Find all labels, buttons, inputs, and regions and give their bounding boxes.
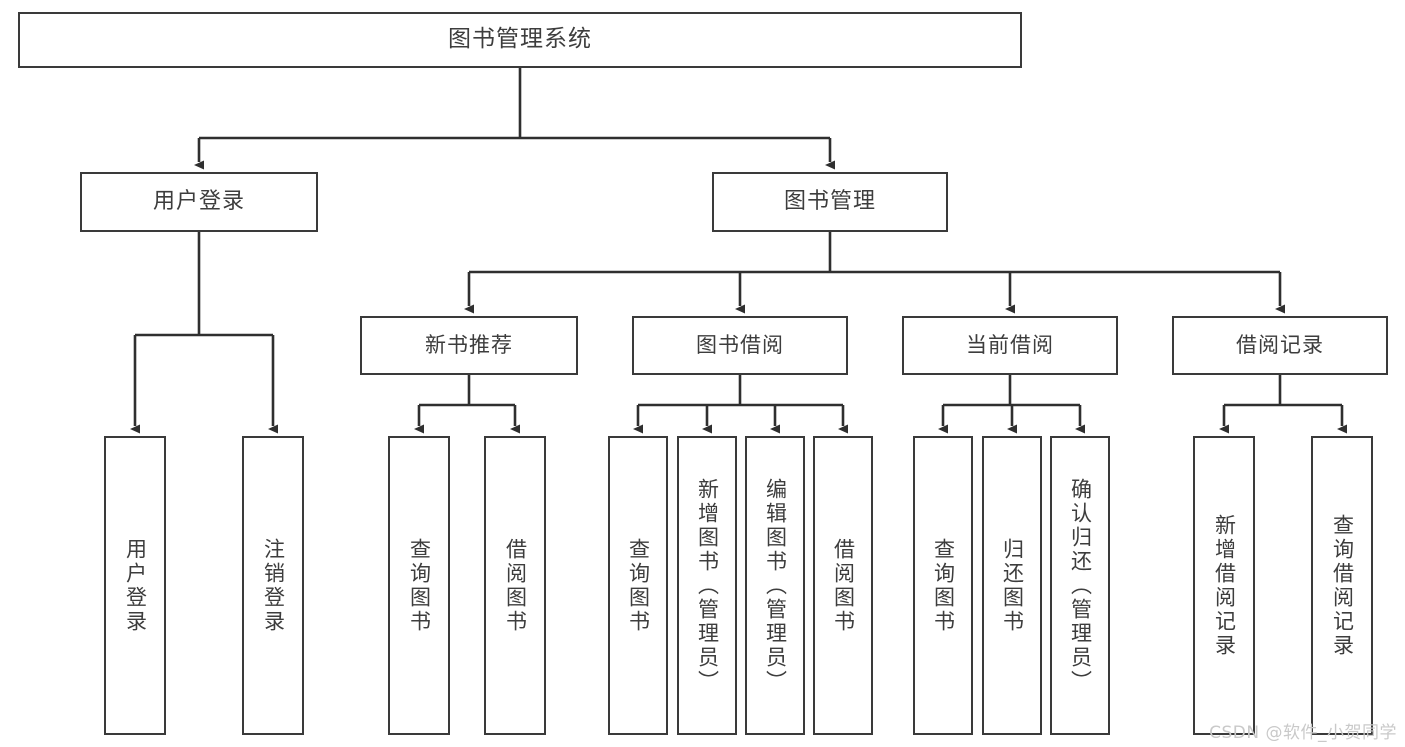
node-label: 查询图书 bbox=[931, 537, 956, 634]
node-label: 用户登录 bbox=[152, 189, 245, 215]
leaf-user-logout[interactable]: 注销登录 bbox=[242, 436, 304, 735]
node-label: 借阅记录 bbox=[1236, 333, 1324, 358]
node-label: 图书借阅 bbox=[696, 333, 784, 358]
leaf-borrow-edit-book-admin[interactable]: 编辑图书（管理员） bbox=[745, 436, 805, 735]
node-label: 新增图书（管理员） bbox=[695, 477, 720, 694]
node-label: 查询图书 bbox=[407, 537, 432, 634]
node-label: 查询图书 bbox=[626, 537, 651, 634]
node-label: 新增借阅记录 bbox=[1212, 513, 1237, 658]
leaf-current-confirm-return-admin[interactable]: 确认归还（管理员） bbox=[1050, 436, 1110, 735]
node-label: 当前借阅 bbox=[966, 333, 1054, 358]
leaf-newbooks-query-book[interactable]: 查询图书 bbox=[388, 436, 450, 735]
node-label: 用户登录 bbox=[123, 537, 148, 634]
leaf-records-query-record[interactable]: 查询借阅记录 bbox=[1311, 436, 1373, 735]
leaf-newbooks-borrow-book[interactable]: 借阅图书 bbox=[484, 436, 546, 735]
leaf-borrow-add-book-admin[interactable]: 新增图书（管理员） bbox=[677, 436, 737, 735]
node-label: 编辑图书（管理员） bbox=[763, 477, 788, 694]
node-label: 确认归还（管理员） bbox=[1068, 477, 1093, 694]
node-label: 借阅图书 bbox=[831, 537, 856, 634]
node-label: 图书管理 bbox=[783, 189, 876, 215]
leaf-user-login[interactable]: 用户登录 bbox=[104, 436, 166, 735]
node-borrow-records[interactable]: 借阅记录 bbox=[1172, 316, 1388, 375]
node-user-login[interactable]: 用户登录 bbox=[80, 172, 318, 232]
node-label: 借阅图书 bbox=[503, 537, 528, 634]
leaf-current-query-book[interactable]: 查询图书 bbox=[913, 436, 973, 735]
node-label: 图书管理系统 bbox=[448, 26, 592, 53]
node-current-borrowing[interactable]: 当前借阅 bbox=[902, 316, 1118, 375]
leaf-current-return-book[interactable]: 归还图书 bbox=[982, 436, 1042, 735]
node-label: 归还图书 bbox=[1000, 537, 1025, 634]
node-root-system[interactable]: 图书管理系统 bbox=[18, 12, 1022, 68]
node-new-book-recommendation[interactable]: 新书推荐 bbox=[360, 316, 578, 375]
node-book-borrowing[interactable]: 图书借阅 bbox=[632, 316, 848, 375]
leaf-records-add-record[interactable]: 新增借阅记录 bbox=[1193, 436, 1255, 735]
node-book-management[interactable]: 图书管理 bbox=[712, 172, 948, 232]
leaf-borrow-query-book[interactable]: 查询图书 bbox=[608, 436, 668, 735]
node-label: 注销登录 bbox=[261, 537, 286, 634]
leaf-borrow-borrow-book[interactable]: 借阅图书 bbox=[813, 436, 873, 735]
node-label: 新书推荐 bbox=[425, 333, 513, 358]
node-label: 查询借阅记录 bbox=[1330, 513, 1355, 658]
csdn-watermark: CSDN @软件_小贺同学 bbox=[1209, 723, 1397, 743]
